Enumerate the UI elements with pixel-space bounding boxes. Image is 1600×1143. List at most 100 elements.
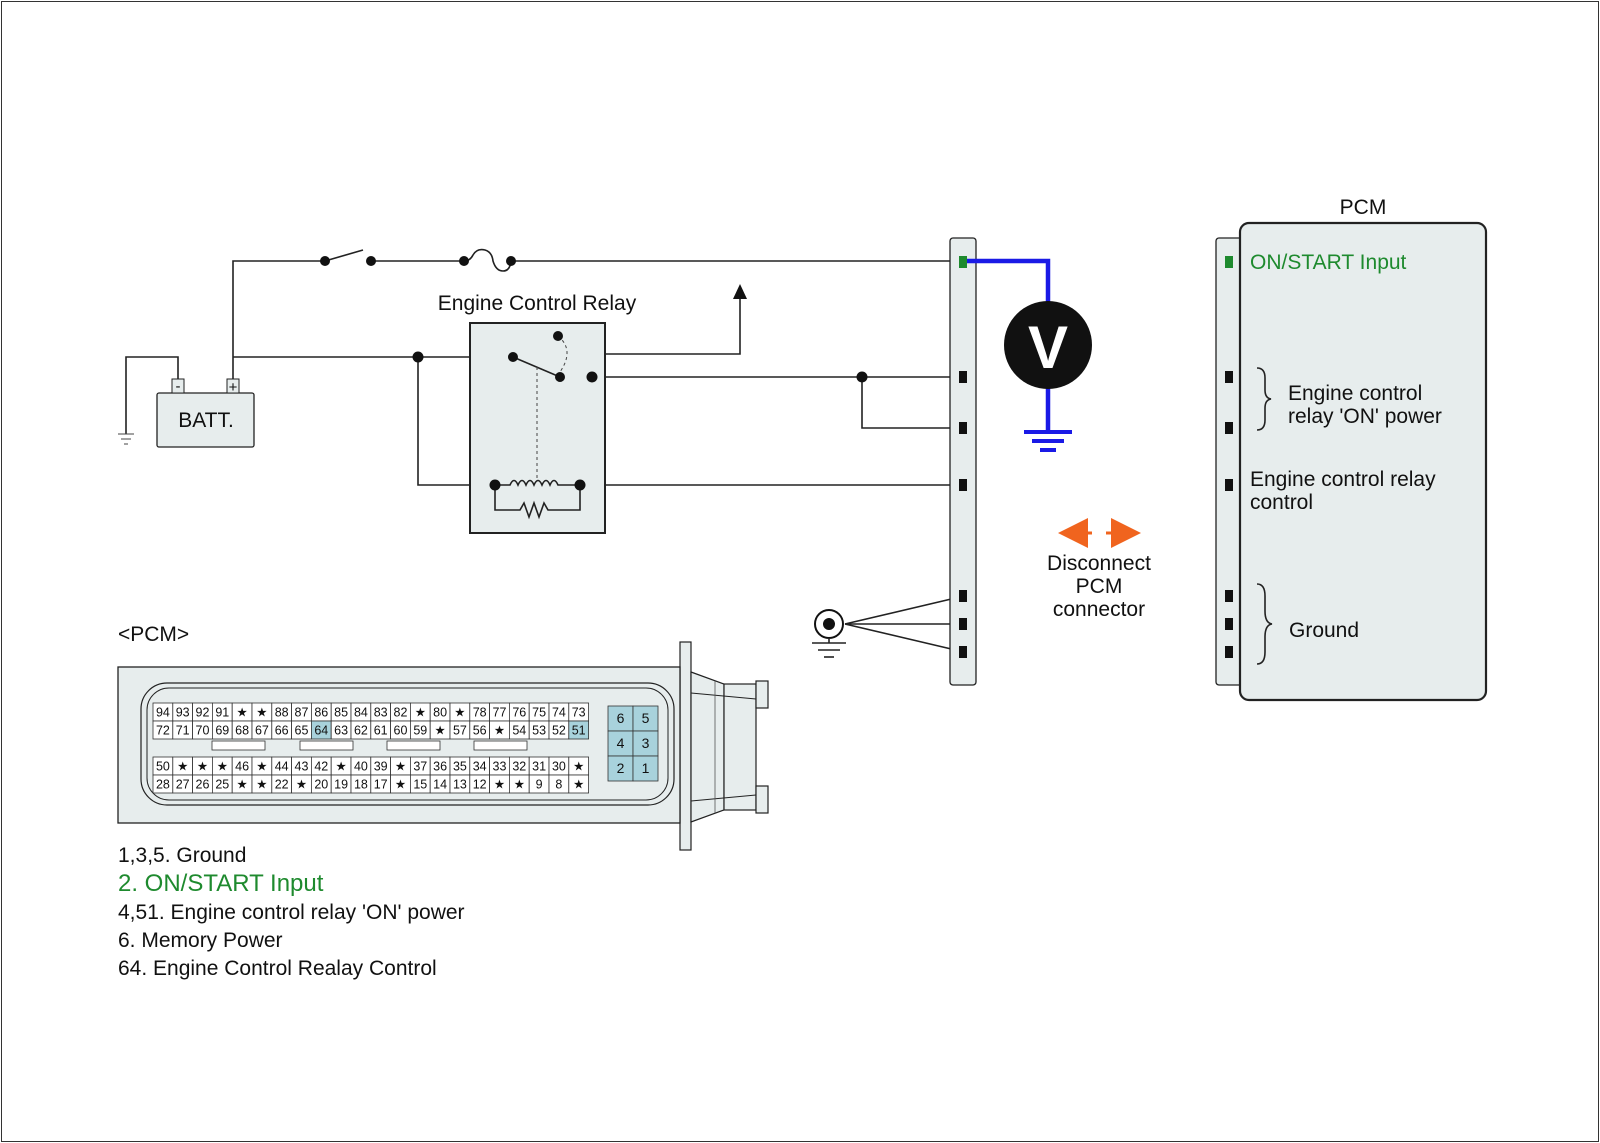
pin-cell (568, 720, 589, 740)
pin-number: 83 (374, 706, 388, 720)
pin-number: ★ (395, 778, 406, 792)
pin-number: 34 (473, 760, 487, 774)
pin-number: 40 (354, 760, 368, 774)
pin-number: ★ (454, 706, 465, 720)
pin-number: ★ (494, 724, 505, 738)
pin (959, 371, 967, 383)
voltmeter-label: V (1028, 314, 1068, 381)
key-slot (299, 740, 354, 751)
pin (959, 590, 967, 602)
pin-number: 50 (156, 760, 170, 774)
switch-terminal (320, 256, 330, 266)
pin-number: 92 (196, 706, 210, 720)
disconnect-label-line3: connector (1053, 598, 1145, 621)
pin-number: 66 (275, 724, 289, 738)
chassis-ground-symbol (812, 609, 846, 658)
relay-title: Engine Control Relay (438, 292, 637, 315)
pin-cell (607, 705, 634, 732)
pin-number: 53 (532, 724, 546, 738)
pin-number: 13 (453, 778, 467, 792)
pin-number: 35 (453, 760, 467, 774)
output-arrow-symbol (733, 284, 747, 299)
fuse-terminal (459, 256, 469, 266)
pin-number: 86 (314, 706, 328, 720)
pin-number: 14 (433, 778, 447, 792)
pin-number: 70 (196, 724, 210, 738)
pin-number: 94 (156, 706, 170, 720)
pcm-on-start-label: ON/START Input (1250, 251, 1407, 274)
pcm-pin (1225, 618, 1233, 630)
pin-number: 19 (334, 778, 348, 792)
pin-number: ★ (573, 760, 584, 774)
pcm-title: PCM (1340, 196, 1387, 219)
pin-number: 43 (295, 760, 309, 774)
pin (959, 479, 967, 491)
pin-number: 72 (156, 724, 170, 738)
pin (959, 646, 967, 658)
legend-item-ecr-control: 64. Engine Control Realay Control (118, 957, 437, 980)
pcm-ecr-control-line2: control (1250, 491, 1313, 514)
pin-number: 87 (295, 706, 309, 720)
pin-number: ★ (236, 706, 247, 720)
pin-number: 32 (512, 760, 526, 774)
battery-label: BATT. (178, 409, 234, 432)
pin-number: 67 (255, 724, 269, 738)
pin-number: 74 (552, 706, 566, 720)
pin-number: ★ (296, 778, 307, 792)
legend-item-ecr-on-power: 4,51. Engine control relay 'ON' power (118, 901, 465, 924)
battery-ground-symbol (118, 356, 179, 445)
pin-number: 37 (413, 760, 427, 774)
pcm-pin (1225, 479, 1233, 491)
pin-number: 44 (275, 760, 289, 774)
pin-on-start (959, 256, 967, 268)
pin-number: 31 (532, 760, 546, 774)
pin-number: 39 (374, 760, 388, 774)
pin-number: 75 (532, 706, 546, 720)
pin-number: 65 (295, 724, 309, 738)
pin (959, 422, 967, 434)
legend-item-memory-power: 6. Memory Power (118, 929, 283, 952)
pcm-pin (1225, 646, 1233, 658)
pin (959, 618, 967, 630)
pin-number: 3 (642, 735, 650, 751)
switch-terminal (366, 256, 376, 266)
pin-number: 22 (275, 778, 289, 792)
pin-number: 4 (617, 735, 625, 751)
pcm-ecr-control-line1: Engine control relay (1250, 468, 1436, 491)
pin-number: ★ (256, 706, 267, 720)
pin-number: 62 (354, 724, 368, 738)
pin-number: 73 (572, 706, 586, 720)
pin-cell (632, 755, 659, 782)
pcm-ecr-on-power-line1: Engine control (1288, 382, 1422, 405)
pin-number: ★ (177, 760, 188, 774)
voltmeter: V (967, 258, 1092, 452)
pin-number: 20 (314, 778, 328, 792)
engine-control-relay: Engine Control Relay (438, 292, 637, 534)
key-slot (211, 740, 266, 751)
legend-item-ground: 1,3,5. Ground (118, 844, 246, 867)
pin-number: 93 (176, 706, 190, 720)
pin-number: 36 (433, 760, 447, 774)
pin-number: ★ (494, 778, 505, 792)
battery-minus-label: - (176, 378, 181, 395)
disconnect-label-line1: Disconnect (1047, 552, 1151, 575)
key-slot (473, 740, 528, 751)
pin-number: 77 (493, 706, 507, 720)
pin-number: 15 (413, 778, 427, 792)
pin-number: 84 (354, 706, 368, 720)
pcm-pin (1225, 422, 1233, 434)
pin-number: 69 (215, 724, 229, 738)
pin-number: 42 (314, 760, 328, 774)
pin-number: ★ (256, 760, 267, 774)
pin-number: ★ (217, 760, 228, 774)
pin-number: 28 (156, 778, 170, 792)
pin-number: 33 (493, 760, 507, 774)
pcm-connector-title: <PCM> (118, 623, 189, 646)
battery-plus-label: + (229, 379, 238, 396)
pin-cell (632, 730, 659, 757)
pin-number: 60 (394, 724, 408, 738)
fuse-terminal (506, 256, 516, 266)
